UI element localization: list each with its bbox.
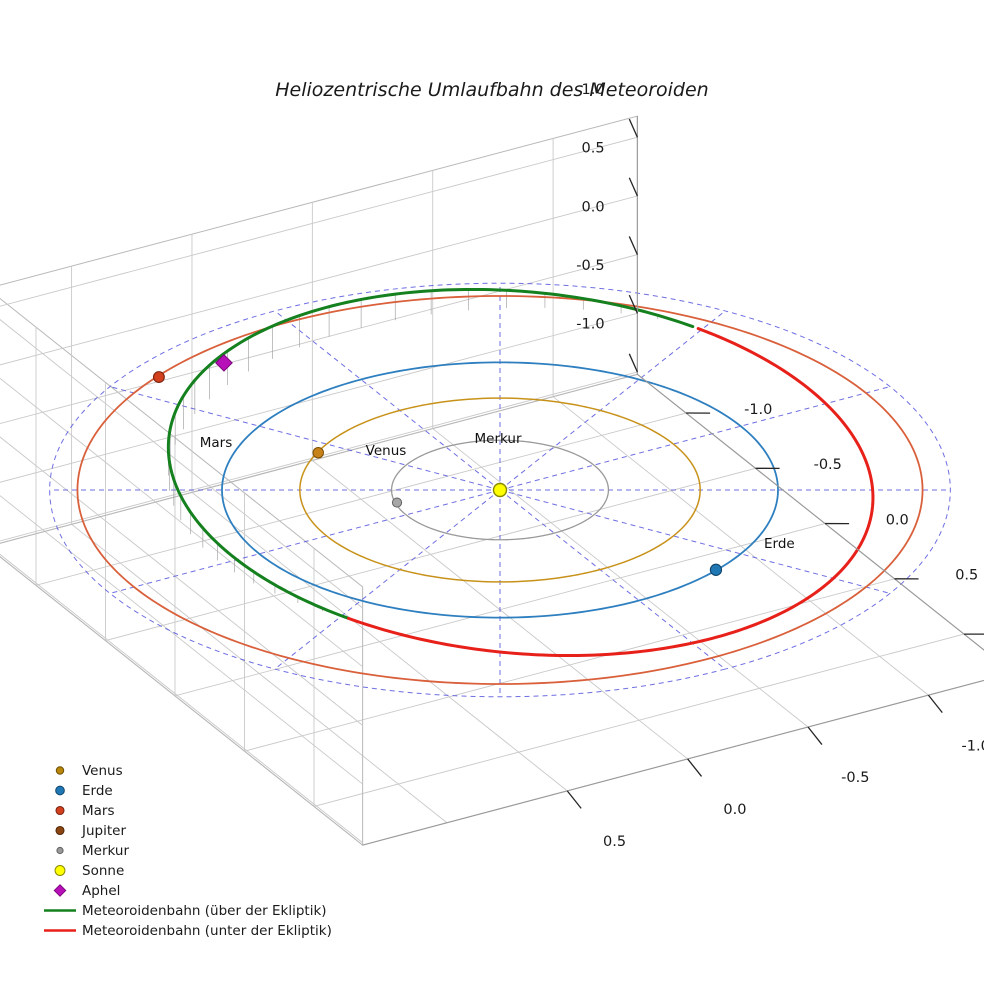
radial-reference-spoke bbox=[499, 489, 726, 670]
planet-orbit-venusbahn bbox=[299, 397, 701, 583]
y-tick-mark bbox=[687, 758, 703, 777]
x-tick-label: -0.5 bbox=[814, 457, 842, 473]
legend[interactable]: VenusErdeMarsJupiterMerkurSonneAphelMete… bbox=[44, 763, 332, 939]
meteoroid-orbit-above-ecliptic bbox=[166, 287, 695, 620]
wall-gridline bbox=[0, 377, 363, 668]
legend-marker-venus bbox=[55, 766, 65, 775]
legend-marker-aphel bbox=[53, 884, 67, 897]
legend-marker-mars bbox=[55, 805, 65, 816]
z-tick-label: -1.0 bbox=[576, 317, 604, 333]
legend-label[interactable]: Jupiter bbox=[81, 823, 126, 839]
floor-gridline bbox=[71, 523, 448, 824]
z-tick-label: 0.0 bbox=[581, 199, 604, 215]
body-label-venus: Venus bbox=[366, 443, 407, 459]
orbit-curves bbox=[76, 287, 924, 685]
z-tick-label: 1.0 bbox=[581, 82, 604, 98]
wall-gridline bbox=[0, 553, 363, 844]
z-tick-label: 0.5 bbox=[581, 141, 604, 157]
legend-marker-jupiter bbox=[55, 825, 65, 836]
marker-venus bbox=[312, 446, 324, 459]
y-tick-label: -0.5 bbox=[841, 770, 869, 786]
marker-merkur bbox=[391, 497, 403, 508]
legend-marker-erde bbox=[55, 785, 65, 796]
x-tick-label: -1.0 bbox=[744, 402, 772, 418]
legend-label[interactable]: Merkur bbox=[82, 843, 129, 859]
z-tick-mark bbox=[628, 294, 638, 314]
marker-aphel bbox=[215, 353, 233, 372]
y-tick-label: 0.5 bbox=[603, 834, 626, 850]
legend-marker-sonne bbox=[54, 865, 66, 876]
floor-gridline bbox=[244, 578, 895, 752]
radial-reference-spoke bbox=[274, 489, 501, 670]
body-label-erde: Erde bbox=[764, 536, 795, 552]
wall-gridline bbox=[0, 136, 638, 307]
radial-reference-spoke bbox=[109, 489, 501, 594]
wall-gridline bbox=[0, 195, 638, 366]
y-tick-label: 0.0 bbox=[723, 802, 746, 818]
legend-label[interactable]: Sonne bbox=[82, 863, 124, 879]
legend-marker-merkur bbox=[56, 846, 64, 855]
ecliptic-reference-grid bbox=[49, 282, 951, 698]
legend-label[interactable]: Meteoroidenbahn (über der Ekliptik) bbox=[82, 903, 327, 919]
wall-gridline bbox=[0, 312, 638, 483]
planet-orbit-merkurbahn bbox=[390, 439, 610, 541]
x-tick-label: 0.0 bbox=[886, 512, 909, 528]
z-tick-label: -0.5 bbox=[576, 258, 604, 274]
z-tick-mark bbox=[628, 118, 638, 138]
floor-gridline bbox=[313, 633, 965, 807]
y-tick-mark bbox=[807, 726, 823, 745]
planet-orbit-marsbahn bbox=[76, 295, 924, 685]
marker-sonne bbox=[492, 482, 508, 498]
legend-label[interactable]: Aphel bbox=[82, 883, 120, 899]
back-wall-pane bbox=[0, 297, 364, 847]
radial-reference-spoke bbox=[109, 386, 501, 491]
x-tick-label: 0.5 bbox=[955, 568, 978, 584]
marker-erde bbox=[709, 563, 723, 576]
meteoroid-orbit-below-ecliptic bbox=[347, 327, 875, 658]
wall-gridline bbox=[0, 319, 363, 609]
radial-reference-spoke bbox=[499, 489, 891, 594]
radial-reference-spoke bbox=[274, 310, 501, 491]
legend-label[interactable]: Venus bbox=[82, 763, 123, 779]
body-label-mars: Mars bbox=[200, 435, 233, 451]
z-tick-mark bbox=[628, 353, 638, 373]
page-title: Heliozentrische Umlaufbahn des Meteoroid… bbox=[275, 79, 708, 101]
marker-mars bbox=[152, 371, 165, 383]
radial-reference-spoke bbox=[499, 310, 726, 491]
body-label-merkur: Merkur bbox=[474, 431, 521, 447]
legend-label[interactable]: Erde bbox=[82, 783, 113, 799]
z-tick-mark bbox=[628, 236, 638, 255]
axes-panes bbox=[0, 115, 984, 847]
legend-label[interactable]: Mars bbox=[82, 803, 115, 819]
planet-orbit-erdebahn bbox=[221, 361, 779, 619]
z-tick-mark bbox=[628, 177, 638, 197]
wall-gridline bbox=[0, 495, 363, 785]
y-tick-label: -1.0 bbox=[962, 738, 984, 754]
legend-label[interactable]: Meteoroidenbahn (unter der Ekliptik) bbox=[82, 923, 332, 939]
body-markers bbox=[152, 353, 723, 576]
axis-ticks: -1.0-0.50.00.51.0-1.0-0.50.00.51.00.50.0… bbox=[362, 82, 984, 850]
y-tick-mark bbox=[566, 790, 582, 809]
y-tick-mark bbox=[927, 694, 943, 714]
floor-gridline bbox=[191, 492, 568, 792]
